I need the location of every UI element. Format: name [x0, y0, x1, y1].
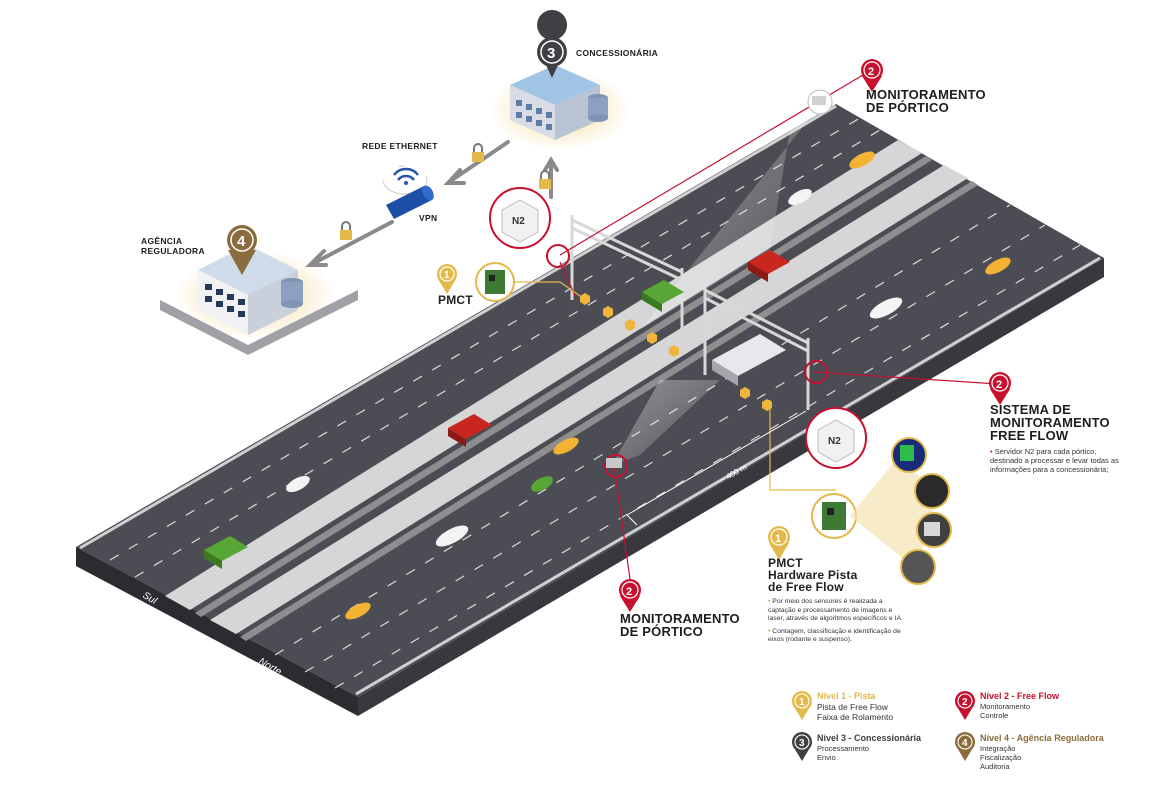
svg-text:2: 2: [996, 379, 1002, 391]
gantry-2: [703, 285, 810, 410]
pmct-bullet-2: Contagem, classificação e identificação …: [768, 627, 901, 644]
pmct-hardware-block: PMCT Hardware Pista de Free Flow • Por m…: [768, 556, 903, 644]
legend-pin-2: 2: [955, 691, 975, 720]
legend-pin-1: 1: [792, 691, 812, 720]
car-white-2: [869, 297, 903, 319]
car-white-4: [435, 525, 469, 547]
legend-pin-4: 4: [955, 732, 975, 761]
ring-marker-2: [804, 360, 828, 384]
legend-level-3: Nível 3 - Concessionária Processamento E…: [817, 733, 922, 762]
agencia-building: [160, 245, 358, 355]
pmct-bullet-1: Por meio dos sensores é realizada a capt…: [768, 598, 903, 622]
ring-marker-3: [604, 454, 628, 478]
lock-icon: [472, 143, 484, 162]
svg-text:1: 1: [775, 533, 781, 545]
truck-green-1: [642, 280, 684, 312]
pin-3-concessionaria: 3: [537, 10, 568, 79]
svg-text:2: 2: [626, 586, 632, 598]
lock-icon: [340, 221, 352, 240]
agencia-label: AGÊNCIA REGULADORA: [141, 236, 205, 256]
ethernet-cloud-icon: [382, 160, 428, 195]
vehicles: [204, 151, 1011, 620]
camera-icon: [807, 89, 833, 115]
distance-marker: [626, 410, 807, 526]
svg-text:1: 1: [799, 697, 805, 708]
svg-text:2: 2: [868, 66, 874, 78]
pmct-board-bubble-left: [475, 262, 515, 302]
sistema-monitoramento-block: SISTEMA DE MONITORAMENTO FREE FLOW • Ser…: [990, 402, 1119, 474]
legend-pin-3: 3: [792, 732, 812, 761]
legend-level-4: Nível 4 - Agência Reguladora Integração …: [980, 733, 1104, 771]
n2-label: N2: [512, 216, 525, 227]
truck-green-2: [204, 536, 248, 569]
n2-server-bubble-top: N2: [489, 187, 551, 249]
sensor-fan: [850, 455, 935, 568]
legend-level-1: Nível 1 - Pista Pista de Free Flow Faixa…: [817, 691, 894, 722]
sistema-description: Servidor N2 para cada pórtico, destinado…: [990, 447, 1119, 474]
pin-2-sistema: 2: [989, 372, 1011, 405]
car-yellow-4: [345, 602, 371, 620]
network-arrows: [305, 140, 559, 267]
monitoramento-portico-bottom: MONITORAMENTO DE PÓRTICO: [620, 611, 740, 639]
pin-2-monitoramento-top: 2: [861, 59, 883, 92]
pin-1-pmct-hardware: 1: [768, 526, 790, 560]
sensor-thumbnails: [891, 437, 952, 585]
rede-ethernet-label: REDE ETHERNET: [362, 141, 438, 151]
svg-text:3: 3: [799, 738, 805, 749]
concessionaria-building: [490, 65, 630, 150]
n2-label: N2: [828, 436, 841, 447]
lock-icon: [539, 170, 551, 189]
pin-1-pmct: 1: [437, 264, 457, 294]
legend-level-2: Nível 2 - Free Flow Monitoramento Contro…: [980, 691, 1060, 720]
truck-red-2: [448, 414, 492, 447]
svg-text:4: 4: [237, 233, 246, 250]
ring-marker-1: [546, 244, 570, 268]
camera-icon: [606, 458, 622, 468]
pmct-label: PMCT: [438, 293, 473, 307]
monitoramento-portico-top: MONITORAMENTO DE PÓRTICO: [866, 87, 986, 115]
car-white-1: [788, 188, 812, 206]
pin-2-monitoramento-bottom: 2: [619, 579, 641, 612]
svg-text:2: 2: [962, 697, 968, 708]
car-white-3: [286, 475, 310, 493]
n2-server-bubble-right: N2: [805, 407, 867, 469]
pmct-board-bubble-right: [811, 493, 857, 539]
svg-text:1: 1: [444, 270, 450, 281]
concessionaria-label: CONCESSIONÁRIA: [576, 48, 659, 58]
car-yellow-2: [985, 257, 1011, 275]
highway-road: [76, 104, 1104, 716]
camera-beam-top: [640, 108, 818, 330]
sensor-path-markers: [580, 293, 772, 411]
car-yellow-3: [553, 437, 579, 455]
svg-text:4: 4: [962, 738, 968, 749]
truck-white-trailer: [712, 334, 786, 386]
car-green-1: [531, 476, 553, 492]
truck-red-1: [748, 250, 790, 282]
car-yellow-1: [849, 151, 875, 169]
vpn-label: VPN: [419, 213, 438, 223]
pin-4-agencia: 4: [227, 225, 257, 275]
svg-text:3: 3: [547, 45, 555, 62]
vpn-tunnel-icon: [386, 185, 434, 219]
camera-beam-bottom: [612, 380, 720, 465]
